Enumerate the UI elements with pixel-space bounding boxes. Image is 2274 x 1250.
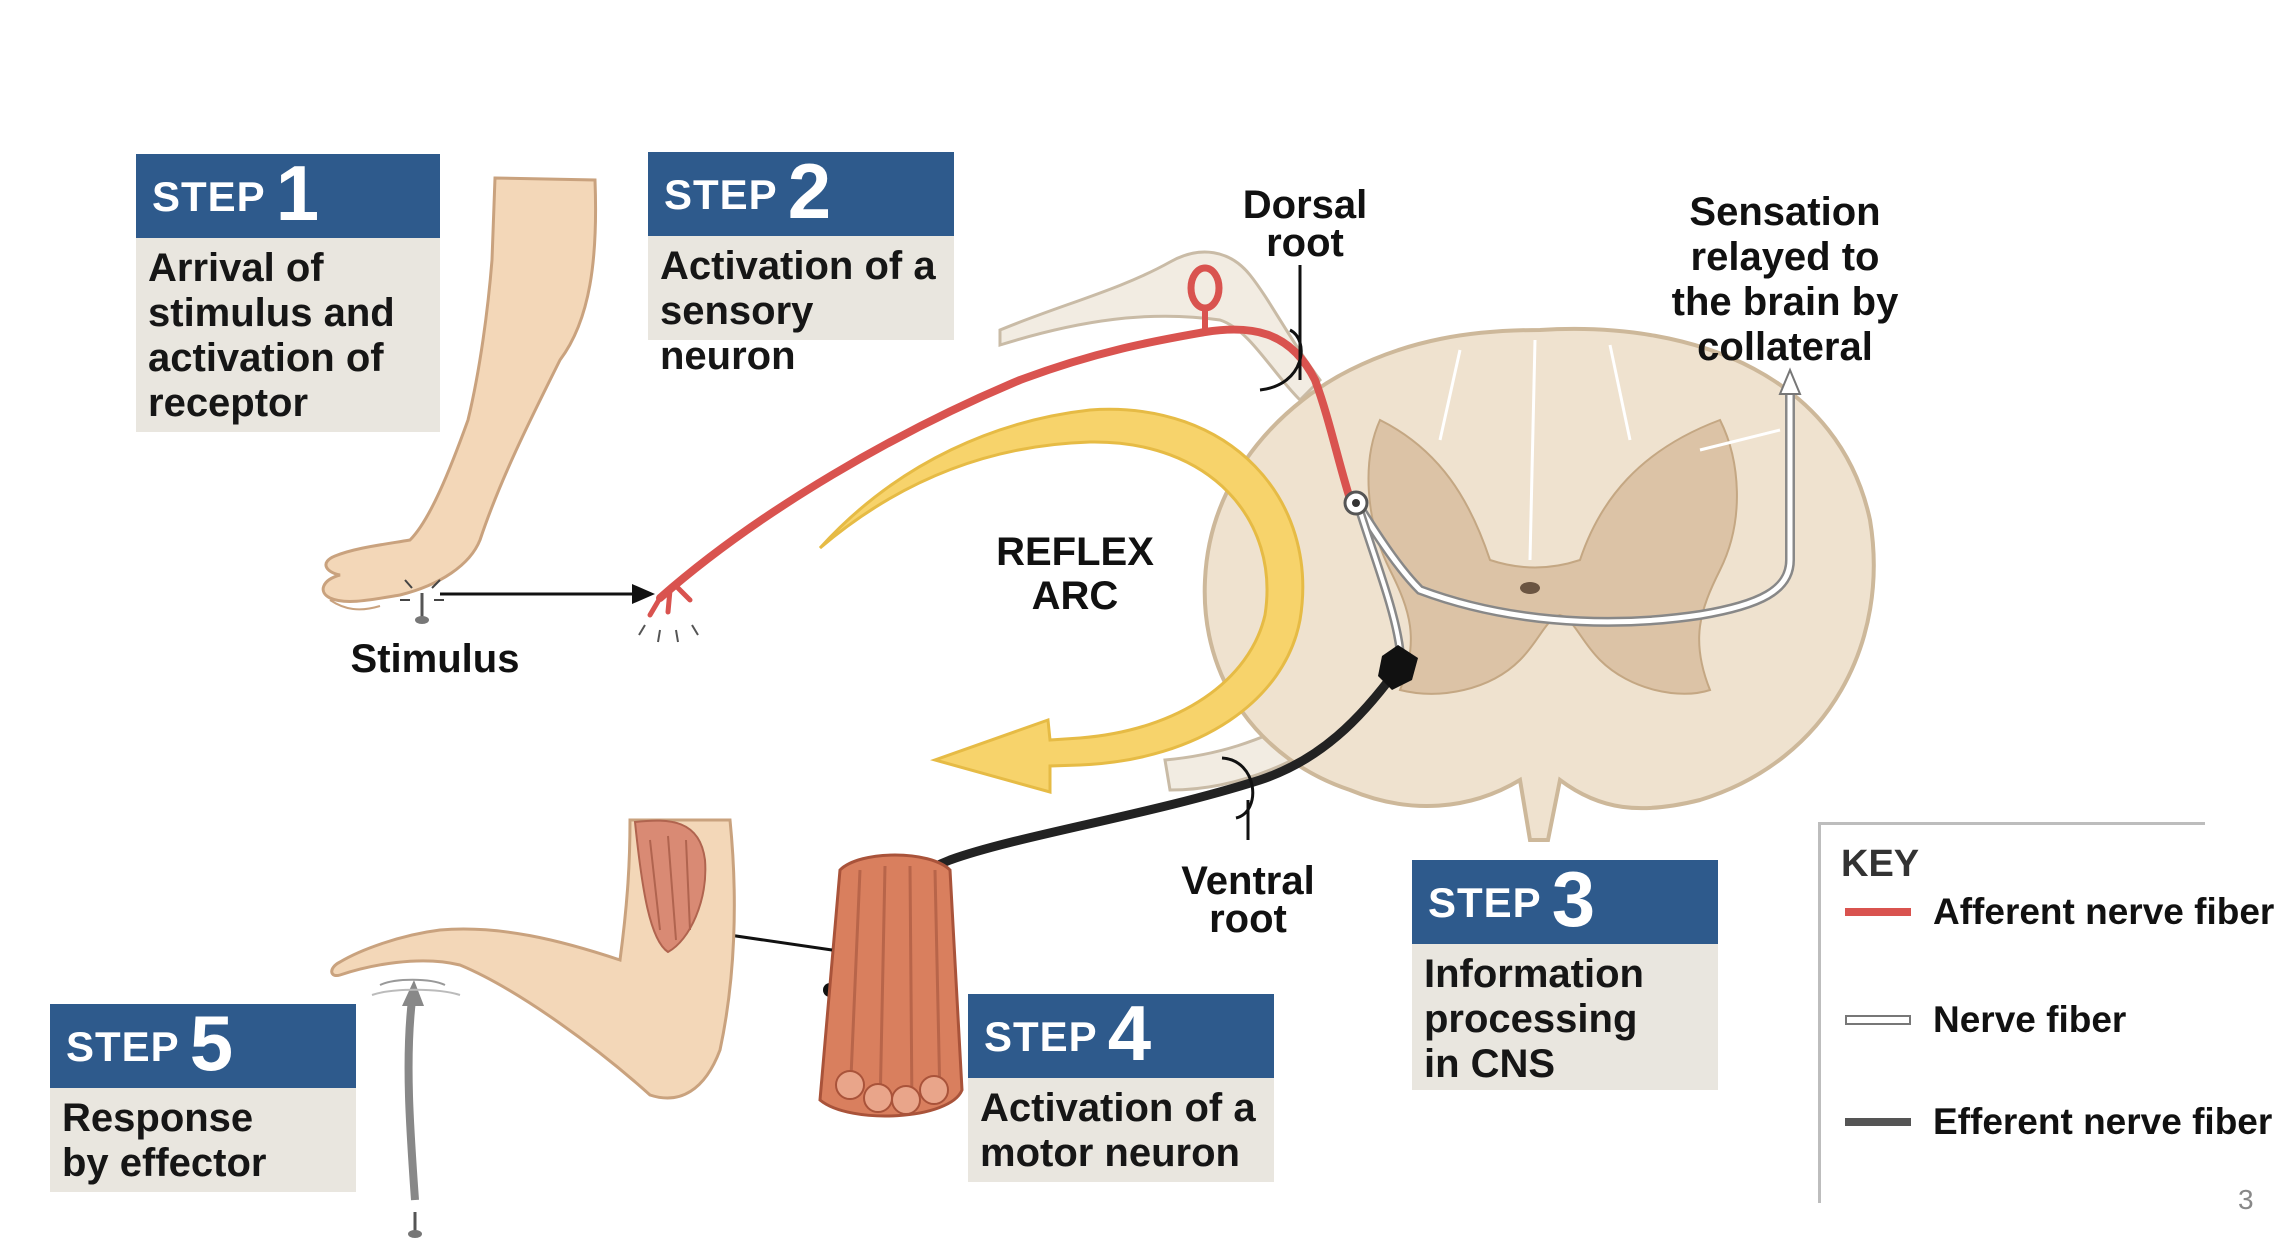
legend-item-efferent: Efferent nerve fiber [1845, 1101, 2272, 1143]
step-2-text: Activation of a sensory neuron [660, 244, 936, 378]
reflex-arc-label: REFLEX ARC [996, 530, 1154, 618]
dorsal-root-label: Dorsal root [1242, 183, 1368, 265]
legend-label: Efferent nerve fiber [1933, 1101, 2273, 1142]
step-number: 5 [189, 999, 234, 1087]
legend-label: Afferent nerve fiber [1933, 891, 2274, 932]
legend: KEY Afferent nerve fiber Nerve fiber Eff… [1818, 822, 2274, 1203]
step-word: STEP [66, 1023, 180, 1070]
step-4-text: Activation of a motor neuron [980, 1086, 1256, 1175]
arm-effector [330, 818, 736, 1100]
arm-stimulus [321, 176, 598, 611]
step-word: STEP [664, 171, 778, 218]
step-number: 2 [787, 147, 832, 235]
step-number: 1 [275, 149, 320, 237]
legend-item-afferent: Afferent nerve fiber [1845, 891, 2274, 933]
response-arrow [371, 978, 461, 1238]
sensation-label: Sensation relayed to the brain by collat… [1671, 190, 1899, 369]
spinal-cord-section [1202, 327, 1876, 842]
step-word: STEP [1428, 879, 1542, 926]
step-1-text: Arrival of stimulus and activation of re… [148, 246, 395, 425]
legend-label: Nerve fiber [1933, 999, 2127, 1040]
step-3-text: Information processing in CNS [1424, 952, 1644, 1086]
stimulus-pin [400, 579, 444, 624]
legend-item-nerve-fiber: Nerve fiber [1845, 999, 2126, 1041]
muscle-bundle [818, 853, 964, 1118]
stimulus-arrow [440, 584, 655, 604]
ventral-root-label: Ventral root [1181, 859, 1315, 941]
step-5-text: Response by effector [62, 1096, 267, 1185]
step-number: 3 [1551, 855, 1596, 943]
reflex-arc-arrow [818, 407, 1305, 794]
step-word: STEP [984, 1013, 1098, 1060]
stimulus-label: Stimulus [350, 637, 520, 681]
legend-title: KEY [1841, 843, 1920, 885]
efferent-swatch [1845, 1118, 1911, 1126]
page-number: 3 [2238, 1184, 2254, 1215]
sensory-neuron [638, 264, 1356, 643]
nerve-fiber-swatch [1845, 1015, 1911, 1025]
ventral-root-pointer [1221, 756, 1255, 840]
dorsal-root-pointer [1259, 265, 1303, 392]
afferent-swatch [1845, 908, 1911, 916]
step-word: STEP [152, 173, 266, 220]
interneuron-collateral [1343, 367, 1802, 651]
step-number: 4 [1107, 989, 1152, 1077]
